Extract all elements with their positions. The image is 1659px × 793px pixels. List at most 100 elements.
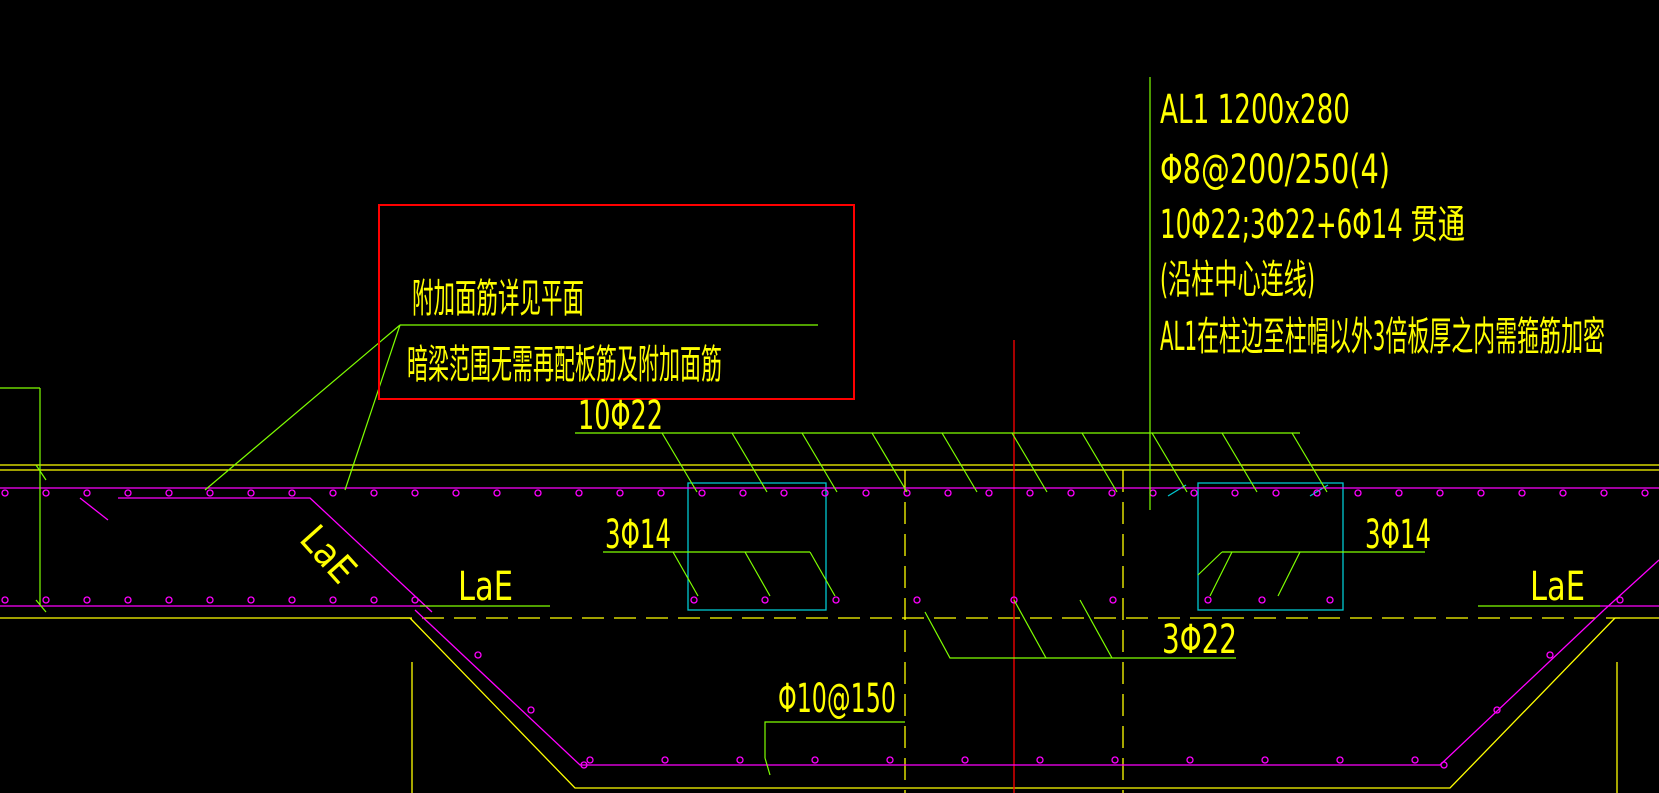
rebar-dot-mid (1204, 596, 1212, 604)
rebar-dot-slope-left (474, 651, 482, 659)
rebar-dot-top (657, 489, 665, 497)
rebar-dot-bottom-left (411, 596, 419, 604)
left-bent-rebar (118, 497, 433, 613)
rebar-dot-top (206, 489, 214, 497)
annotation-line-2: Φ8@200/250(4) (1160, 147, 1390, 193)
leader-tick (941, 432, 978, 493)
rebar-dot-bottom-left (288, 596, 296, 604)
rebar-dots (1, 489, 1649, 769)
rebar-dot-cap-bottom (1411, 756, 1419, 764)
left-tick-2 (35, 599, 47, 613)
rebar-dot-cap-bottom (886, 756, 894, 764)
leader-tick (871, 432, 908, 493)
rebar-hook-left (79, 497, 109, 521)
rebar-dot-mid (1258, 596, 1266, 604)
callout-line-1: 附加面筋详见平面 (412, 276, 584, 322)
leader-tick (661, 432, 698, 493)
rebar-dot-top (1190, 489, 1198, 497)
rebar-dot-bottom-left (42, 596, 50, 604)
lae-label-left: LaE (458, 564, 513, 610)
rebar-dot-top (1477, 489, 1485, 497)
leader-tick (1011, 432, 1048, 493)
rebar-dot-top (288, 489, 296, 497)
rebar-dot-top (1313, 489, 1321, 497)
leader-tick (1151, 432, 1188, 493)
highlight-box (378, 204, 855, 400)
rebar-dot-top (247, 489, 255, 497)
leader-tick (1221, 432, 1258, 493)
rebar-dot-bottom-left (370, 596, 378, 604)
rebar-dot-top (83, 489, 91, 497)
lae-label-slanted: LaE (291, 517, 365, 593)
rebar-dot-top (42, 489, 50, 497)
rebar-dot-top (1559, 489, 1567, 497)
stirrup-right (1197, 482, 1344, 611)
rebar-labels: 10Φ22 3Φ14 3Φ14 3Φ22 Φ10@150 (578, 393, 1431, 722)
stirrup-leader (764, 721, 905, 758)
rebar-dot-mid (761, 596, 769, 604)
rebar-dot-top (411, 489, 419, 497)
stirrup-label: Φ10@150 (778, 676, 896, 722)
rebar-dot-top (821, 489, 829, 497)
rebar-dot-cap-bottom (1111, 756, 1119, 764)
rebar-dot-cap-bottom (811, 756, 819, 764)
rebar-dot-bottom-left (1, 596, 9, 604)
rebar-dot-bottom-left (83, 596, 91, 604)
rebar-dot-top (1026, 489, 1034, 497)
callout-line-2: 暗梁范围无需再配板筋及附加面筋 (407, 342, 722, 388)
leader-tick (672, 551, 699, 597)
column-cap-outline (409, 617, 1616, 789)
rebar-dot-top (1067, 489, 1075, 497)
leader-tick (1291, 432, 1328, 493)
leader-tick (1081, 432, 1118, 493)
leader-tick (1013, 599, 1047, 659)
right-mid-bars-label: 3Φ14 (1365, 512, 1431, 558)
rebar-dot-cap-bottom (1336, 756, 1344, 764)
rebar-dot-cap-top (1109, 596, 1117, 604)
rebar-dot-top (862, 489, 870, 497)
leader-tick (744, 551, 771, 597)
rebar-dot-bottom-left (329, 596, 337, 604)
leader-tick (1209, 551, 1233, 597)
callout-text: 附加面筋详见平面 暗梁范围无需再配板筋及附加面筋 (407, 276, 722, 388)
rebar-dot-top (1231, 489, 1239, 497)
rebar-dot-bottom-left (165, 596, 173, 604)
rebar-dot-top (1, 489, 9, 497)
annotation-line-3: 10Φ22;3Φ22+6Φ14 贯通 (1160, 202, 1465, 248)
callout-leader-2 (344, 324, 401, 491)
rebar-dot-mid (832, 596, 840, 604)
rebar-dot-mid (1326, 596, 1334, 604)
right-rebar-up (1603, 559, 1659, 611)
annotation-line-4: (沿柱中心连线) (1160, 257, 1315, 303)
rebar-dot-mid (690, 596, 698, 604)
rebar-dot-top (1395, 489, 1403, 497)
rebar-dot-top (124, 489, 132, 497)
rebar-dot-top (1518, 489, 1526, 497)
rebar-dot-top (452, 489, 460, 497)
rebar-dot-top (739, 489, 747, 497)
top-bars-label: 10Φ22 (578, 393, 663, 439)
rebar-dot-cap-top (913, 596, 921, 604)
rebar-dot-top (1354, 489, 1362, 497)
leader-tick (809, 551, 836, 597)
bottom-bars-leader (924, 611, 1236, 659)
rebar-dot-cap-bottom (1261, 756, 1269, 764)
slab-outline (0, 464, 1659, 793)
rebar-dot-top (1108, 489, 1116, 497)
lae-label-right: LaE (1530, 564, 1585, 610)
left-mid-bars-label: 3Φ14 (605, 512, 671, 558)
rebar-dot-slope-left (580, 761, 588, 769)
leader-tick (801, 432, 838, 493)
rebar-dot-top (493, 489, 501, 497)
rebar-dot-top (165, 489, 173, 497)
rebar-dot-top (780, 489, 788, 497)
rebar-dot-cap-bottom (1036, 756, 1044, 764)
rebar-dot-cap-bottom (1186, 756, 1194, 764)
rebar-dot-top (329, 489, 337, 497)
bottom-bars-label: 3Φ22 (1162, 617, 1237, 663)
annotation-line-1: AL1 1200x280 (1160, 87, 1350, 133)
stirrup-leader-tip (764, 757, 771, 776)
dashed-lines (390, 470, 1620, 793)
rebar-dot-top (1436, 489, 1444, 497)
